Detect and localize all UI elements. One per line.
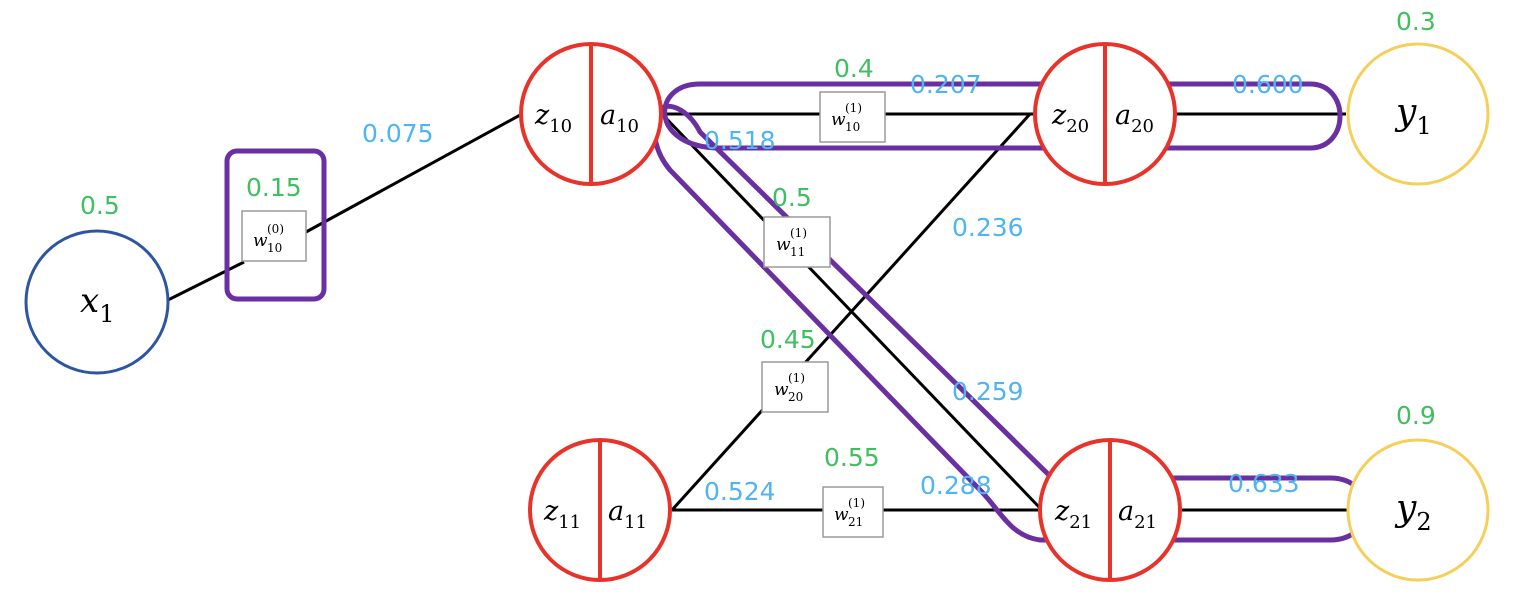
weight-w1-11-base: w	[776, 235, 791, 255]
weight-w1-20-sub: 20	[788, 390, 803, 404]
input-x1-value: 0.5	[80, 191, 120, 220]
weight-w1-10-sup: (1)	[845, 101, 862, 115]
weight-w0-10-box	[241, 210, 307, 262]
weight-w1-21-sub: 21	[848, 515, 863, 529]
weight-w1-20-sup: (1)	[788, 371, 805, 385]
weight-w1-21-sup: (1)	[848, 496, 865, 510]
edge-value-h10-h20: 0.207	[910, 70, 982, 99]
weight-w0-10-sub: 10	[267, 241, 282, 255]
weight-w1-11-box	[763, 216, 831, 268]
h21-z-label: z21	[1054, 496, 1092, 533]
weight-w1-11: w (1) 11 0.5	[763, 183, 831, 268]
weight-w1-11-sup: (1)	[790, 226, 807, 240]
edge-x1-w10	[167, 260, 245, 302]
weight-w0-10-value: 0.15	[246, 173, 302, 202]
edge-value-h11-h21: 0.524	[704, 477, 776, 506]
h11-a-label: a11	[608, 496, 647, 533]
weight-w1-20-base: w	[774, 380, 789, 400]
h10-a-label: a10	[600, 100, 639, 137]
weight-w1-21-box	[822, 486, 884, 538]
highlight-w10-box	[224, 148, 327, 302]
weight-w1-10-value: 0.4	[834, 54, 874, 83]
edge-h11-h20	[670, 112, 1032, 512]
h10-z-label: z10	[534, 100, 572, 137]
edge-value-x1-h10: 0.075	[362, 119, 434, 148]
edge-w10-h10	[305, 112, 523, 234]
h20-z-label: z20	[1051, 100, 1089, 137]
output-y2-label: y2	[1394, 488, 1432, 536]
output-node-y1	[1346, 42, 1490, 186]
edge-value-h10-h21-b: 0.259	[952, 377, 1024, 406]
input-x1-label: x1	[80, 281, 114, 328]
h20-a-label: a20	[1115, 100, 1154, 137]
h11-z-label: z11	[543, 496, 581, 533]
input-node-x1	[24, 229, 170, 375]
weight-w1-20: w (1) 20 0.45	[760, 325, 829, 413]
output-y2-value: 0.9	[1396, 401, 1436, 430]
edge-value-h20-y1: 0.600	[1232, 70, 1304, 99]
edge-value-h21-y2: 0.633	[1228, 469, 1300, 498]
weight-w1-11-value: 0.5	[772, 183, 812, 212]
weight-w1-10-box	[819, 91, 886, 143]
output-y1-value: 0.3	[1396, 7, 1436, 36]
weight-w0-10-sup: (0)	[267, 222, 284, 236]
weight-w1-11-sub: 11	[790, 245, 805, 259]
edge-value-h11-h20: 0.236	[952, 213, 1024, 242]
weight-w1-10: w (1) 10 0.4	[819, 54, 886, 143]
weight-w1-21-value: 0.55	[824, 443, 880, 472]
weight-w1-20-value: 0.45	[760, 325, 816, 354]
weight-w1-10-base: w	[831, 110, 846, 130]
weight-w1-21-base: w	[834, 505, 849, 525]
weight-w0-10-base: w	[253, 231, 268, 251]
edge-value-h21-in: 0.288	[920, 471, 992, 500]
highlight-diagonal-path	[651, 103, 1369, 543]
weight-w1-10-sub: 10	[845, 120, 860, 134]
edge-value-h10-h21-a: 0.518	[704, 126, 776, 155]
output-node-y2	[1346, 438, 1490, 582]
h21-a-label: a21	[1118, 496, 1157, 533]
weight-w1-21: w (1) 21 0.55	[822, 443, 884, 538]
highlight-top-path	[662, 81, 1343, 151]
output-y1-label: y1	[1394, 92, 1432, 140]
weight-w1-20-box	[761, 361, 829, 413]
weight-w0-10: w (0) 10 0.15	[241, 173, 307, 262]
